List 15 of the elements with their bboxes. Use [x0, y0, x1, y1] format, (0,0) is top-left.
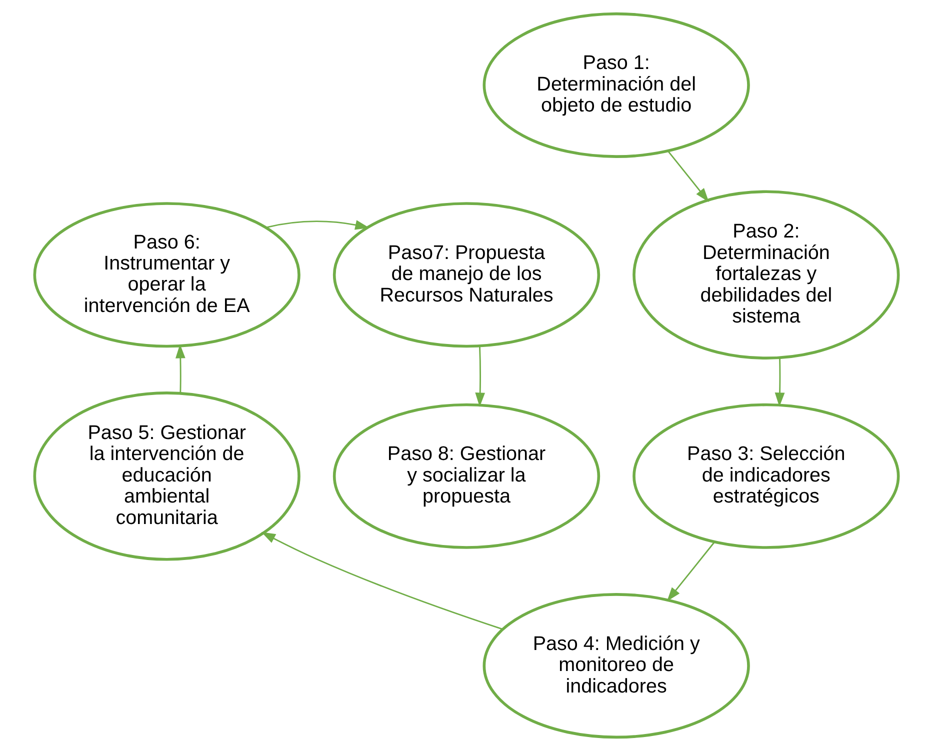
arrow: [774, 358, 784, 407]
arrow: [265, 220, 369, 230]
node-ellipse: Paso 1: Determinación del objeto de estudio: [482, 12, 750, 158]
node-ellipse: Paso 2: Determinación fortalezas y debilidades del sistema: [632, 190, 900, 360]
arrow: [174, 344, 185, 394]
node-ellipse: Paso 4: Medición y monitoreo de indicadores: [482, 593, 750, 739]
node-ellipse: Paso 8: Gestionar y socializar la propuesta: [332, 403, 600, 549]
arrow: [666, 542, 714, 602]
node-ellipse: Paso 5: Gestionar la intervención de educación ambiental comunitaria: [32, 391, 300, 561]
arrow: [667, 150, 708, 202]
arrow: [474, 346, 485, 407]
node-ellipse: Paso 6: Instrumentar y operar la intervención de EA: [32, 202, 300, 348]
node-ellipse: Paso7: Propuesta de manejo de los Recursos Naturales: [332, 202, 600, 348]
arrow: [260, 532, 502, 630]
node-ellipse: Paso 3: Selección de indicadores estratégicos: [632, 403, 900, 549]
